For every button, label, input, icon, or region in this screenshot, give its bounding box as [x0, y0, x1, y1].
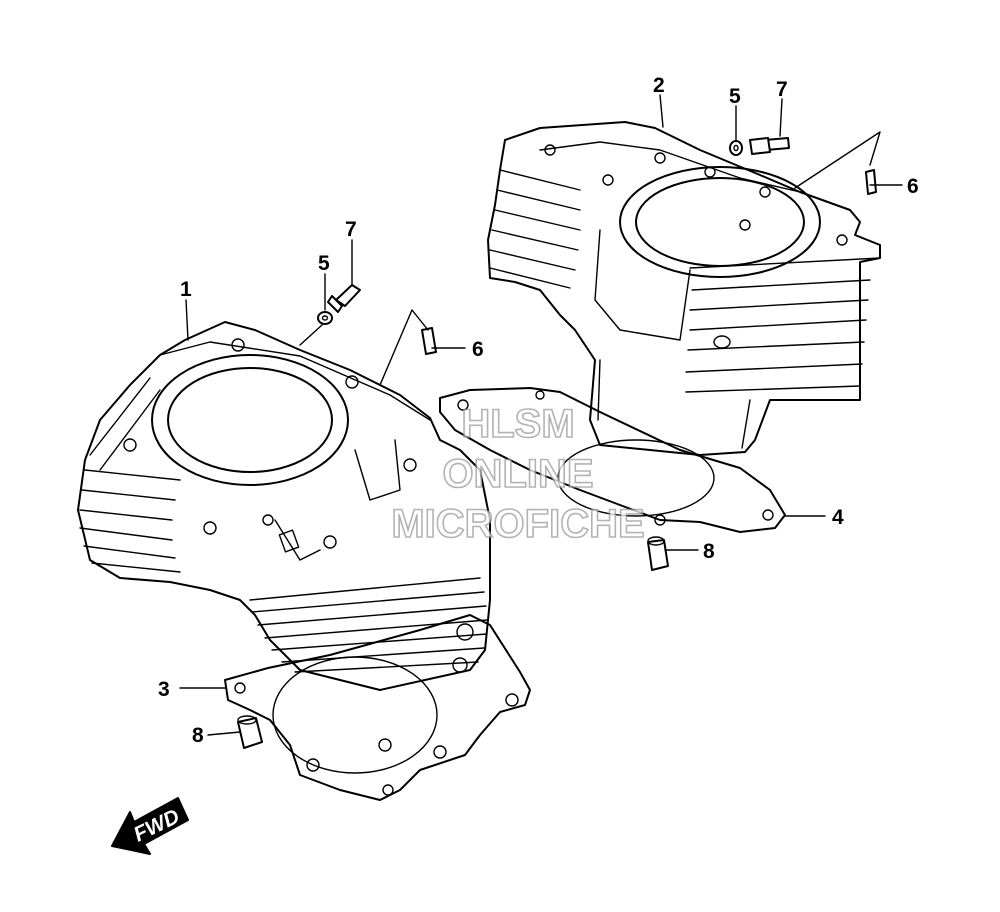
dowel-part-8-rear [647, 536, 669, 571]
callout-4: 4 [832, 506, 844, 529]
callout-7-front: 7 [345, 218, 357, 241]
watermark-line-2: ONLINE [442, 452, 593, 496]
washer-part-5-front [317, 311, 333, 325]
callout-6-rear: 6 [907, 175, 919, 198]
front-base-gasket-part-3 [224, 614, 531, 801]
fwd-arrow-badge: FWD [111, 797, 189, 855]
stud-part-6-rear [865, 169, 877, 195]
fwd-arrow-icon [111, 797, 189, 855]
rear-cylinder-part-2 [487, 121, 881, 456]
watermark-line-3: MICROFICHE [391, 502, 644, 546]
callout-5-front: 5 [318, 252, 330, 275]
callout-3: 3 [158, 678, 170, 701]
callout-6-front: 6 [472, 338, 484, 361]
callout-5-rear: 5 [729, 85, 741, 108]
stud-part-6-front [421, 327, 437, 355]
rear-base-gasket-part-4 [439, 387, 786, 533]
callout-8-front: 8 [192, 724, 204, 747]
watermark-line-1: HLSM [461, 402, 574, 446]
bolt-part-7-front [327, 284, 361, 313]
callout-2: 2 [653, 74, 665, 97]
washer-part-5-rear [729, 140, 743, 156]
watermark: HLSM ONLINE MICROFICHE [391, 401, 646, 547]
callout-labels: 1 2 3 4 5 5 6 6 7 7 8 8 [158, 74, 919, 747]
callout-8-rear: 8 [703, 540, 715, 563]
front-cylinder-part-1 [77, 321, 491, 691]
leader-lines [179, 94, 903, 736]
dowel-part-8-front [237, 715, 263, 749]
callout-7-rear: 7 [776, 78, 788, 101]
callout-1: 1 [180, 278, 192, 301]
bolt-part-7-rear [749, 137, 790, 155]
